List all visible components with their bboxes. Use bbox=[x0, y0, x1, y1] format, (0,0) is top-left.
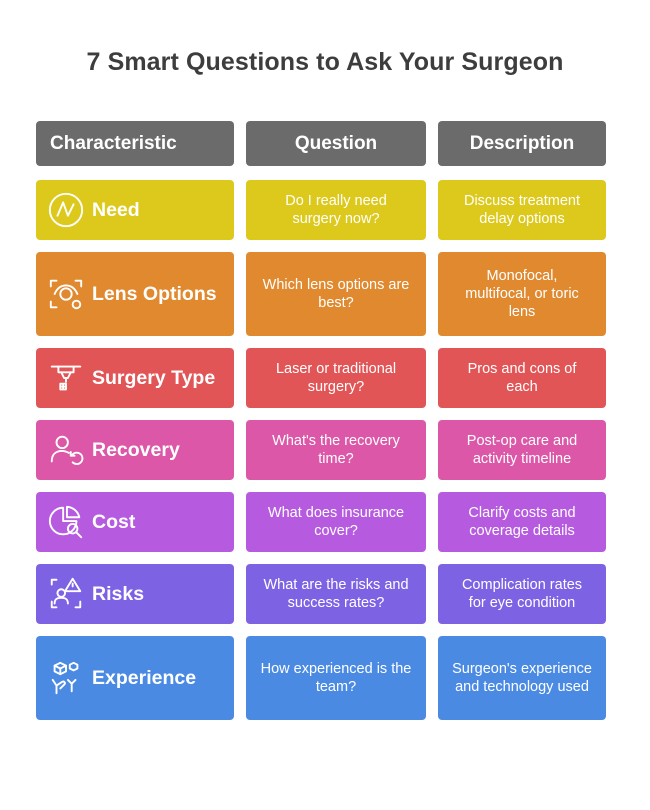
question-need: Do I really need surgery now? bbox=[246, 180, 426, 240]
characteristic-risks: Risks bbox=[36, 564, 234, 624]
characteristic-recovery: Recovery bbox=[36, 420, 234, 480]
description-lens-options: Monofocal, multifocal, or toric lens bbox=[438, 252, 606, 336]
question-risks: What are the risks and success rates? bbox=[246, 564, 426, 624]
characteristic-cost: Cost bbox=[36, 492, 234, 552]
characteristic-label: Lens Options bbox=[92, 282, 217, 305]
characteristic-label: Cost bbox=[92, 510, 136, 533]
description-recovery: Post-op care and activity timeline bbox=[438, 420, 606, 480]
person-refresh-icon bbox=[46, 430, 86, 470]
characteristic-label: Surgery Type bbox=[92, 366, 216, 389]
characteristic-label: Experience bbox=[92, 666, 197, 689]
question-surgery-type: Laser or traditional surgery? bbox=[246, 348, 426, 408]
surgical-laser-icon bbox=[46, 358, 86, 398]
description-cost: Clarify costs and coverage details bbox=[438, 492, 606, 552]
characteristic-label: Need bbox=[92, 198, 140, 221]
question-lens-options: Which lens options are best? bbox=[246, 252, 426, 336]
characteristic-lens-options: Lens Options bbox=[36, 252, 234, 336]
question-cost: What does insurance cover? bbox=[246, 492, 426, 552]
description-experience: Surgeon's experience and technology used bbox=[438, 636, 606, 720]
description-surgery-type: Pros and cons of each bbox=[438, 348, 606, 408]
warning-person-icon bbox=[46, 574, 86, 614]
characteristic-surgery-type: Surgery Type bbox=[36, 348, 234, 408]
characteristic-experience: Experience bbox=[36, 636, 234, 720]
pie-search-icon bbox=[46, 502, 86, 542]
characteristic-label: Risks bbox=[92, 582, 145, 605]
question-recovery: What's the recovery time? bbox=[246, 420, 426, 480]
characteristic-label: Recovery bbox=[92, 438, 180, 461]
header-description: Description bbox=[438, 121, 606, 166]
hand-cube-icon bbox=[46, 658, 86, 698]
question-experience: How experienced is the team? bbox=[246, 636, 426, 720]
header-characteristic: Characteristic bbox=[36, 121, 234, 166]
header-question: Question bbox=[246, 121, 426, 166]
lens-focus-icon bbox=[46, 274, 86, 314]
characteristic-need: Need bbox=[36, 180, 234, 240]
description-risks: Complication rates for eye condition bbox=[438, 564, 606, 624]
page-title: 7 Smart Questions to Ask Your Surgeon bbox=[86, 48, 564, 76]
zigzag-circle-icon bbox=[46, 190, 86, 230]
description-need: Discuss treatment delay options bbox=[438, 180, 606, 240]
